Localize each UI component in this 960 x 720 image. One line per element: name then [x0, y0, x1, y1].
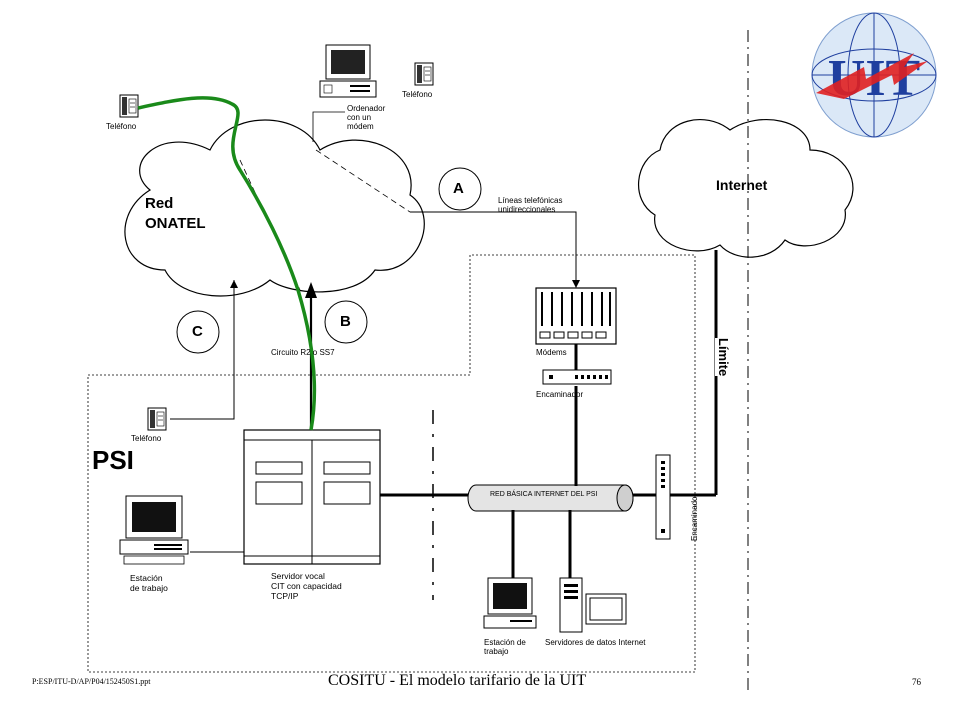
circle-a	[438, 167, 482, 211]
red-onatel-label: Red ONATEL	[145, 195, 206, 232]
server-icon	[559, 577, 627, 633]
voice-server-icon	[243, 429, 381, 565]
lineas-label: Líneas telefónicas unidireccionales	[498, 196, 563, 215]
circle-b-label: B	[340, 313, 351, 330]
footer-title: COSITU - El modelo tarifario de la UIT	[328, 672, 587, 689]
red-basica-label: RED BÁSICA INTERNET DEL PSI	[490, 491, 598, 498]
modems-rack-icon	[535, 287, 617, 345]
computer-icon	[319, 44, 377, 98]
router-icon	[655, 454, 671, 540]
internet-cloud	[638, 119, 854, 258]
circle-c	[176, 310, 220, 354]
telefono-label: Teléfono	[402, 90, 433, 99]
green-call-path	[137, 96, 317, 431]
encaminador-label: Encaminador	[690, 493, 699, 541]
telephone-icon	[414, 62, 434, 86]
telefono-label: Teléfono	[131, 434, 162, 443]
router-icon	[542, 369, 612, 385]
circle-a-label: A	[453, 180, 464, 197]
circuito-label: Circuito R2 o SS7	[271, 348, 335, 357]
uit-logo: UIT	[811, 12, 937, 138]
encaminador-label: Encaminador	[536, 390, 584, 399]
ordenador-label: Ordenador con un módem	[347, 104, 386, 132]
servidor-vocal-label: Servidor vocal CIT con capacidad TCP/IP	[271, 571, 342, 601]
estacion-label: Estación de trabajo	[484, 638, 526, 657]
red-basica-pipe	[467, 484, 634, 512]
psi-boundary	[87, 254, 696, 673]
estacion-label: Estación de trabajo	[130, 573, 168, 593]
telephone-icon	[147, 407, 167, 431]
footer-filename: P:ESP/ITU-D/AP/P04/152450S1.ppt	[32, 677, 151, 686]
modems-label: Módems	[536, 348, 567, 357]
internet-label: Internet	[716, 177, 768, 193]
limite-label: Límite	[715, 338, 731, 377]
circle-c-label: C	[192, 323, 203, 340]
psi-label: PSI	[92, 445, 134, 475]
telefono-label: Teléfono	[106, 122, 137, 131]
telephone-icon	[119, 94, 139, 118]
page-number: 76	[912, 677, 921, 687]
workstation-icon	[119, 495, 189, 565]
workstation-icon	[483, 577, 537, 629]
circle-b	[324, 300, 368, 344]
servidores-label: Servidores de datos Internet	[545, 638, 646, 647]
